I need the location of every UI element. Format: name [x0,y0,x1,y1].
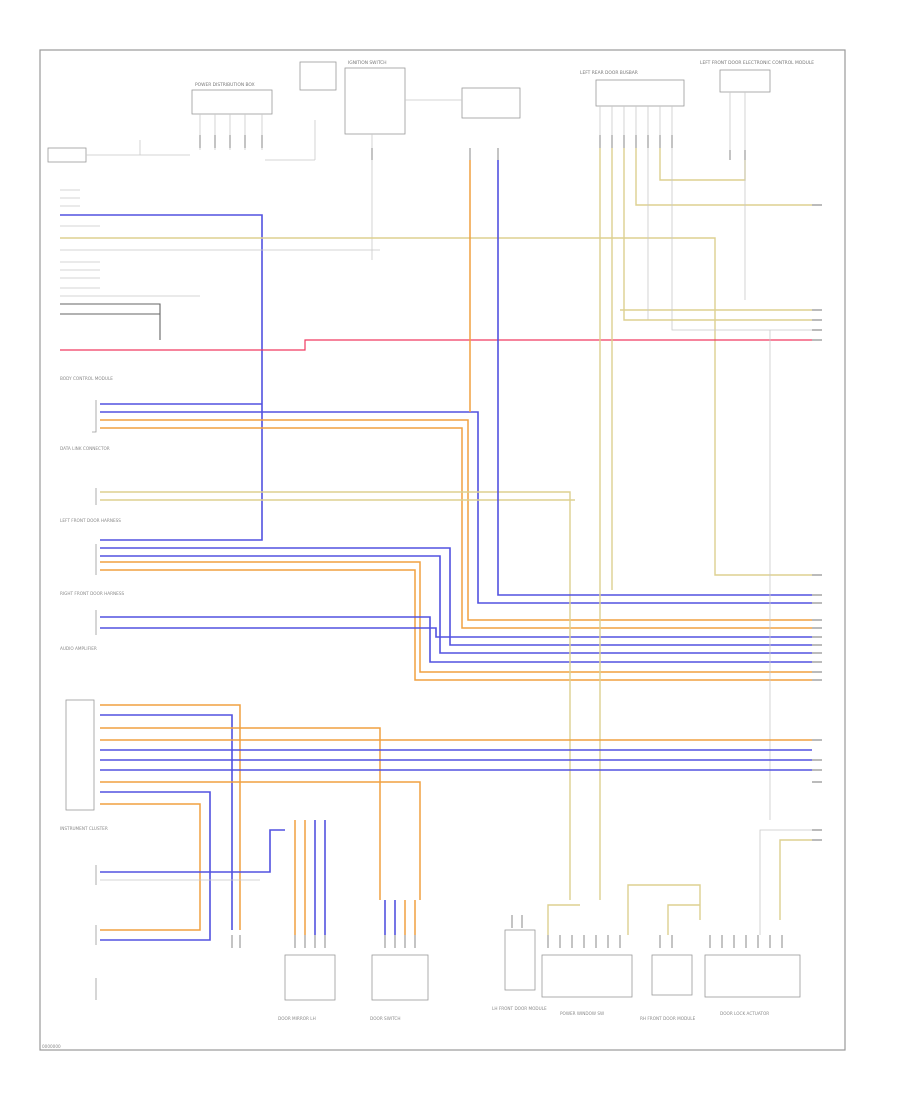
black-wire-304 [60,303,161,340]
right-connector-top [719,69,771,160]
orange-wire-705 [100,704,241,930]
label-right-front-door-harness: RIGHT FRONT DOOR HARNESS [60,591,124,596]
blue-wire-upper [60,214,263,541]
blue-trunk [497,160,812,596]
label-data-link-connector: DATA LINK CONNECTOR [60,446,110,451]
blue-wire-548 [100,547,812,646]
left-rear-door-connector [595,79,685,140]
blue-wire-412 [100,411,812,604]
orange-wire-570 [100,569,812,681]
label-ignition-switch: IGNITION SWITCH [348,60,387,66]
label-door-mirror-lh: DOOR MIRROR LH [278,1016,316,1021]
label-power-distribution-box: POWER DISTRIBUTION BOX [195,82,255,88]
footer-code: 0000000 [42,1044,61,1049]
label-door-lock-actuator: DOOR LOCK ACTUATOR [720,1011,769,1016]
blue-wire-715 [100,714,233,930]
left-stub-lines [60,189,200,297]
label-left-rear-door-busbar: LEFT REAR DOOR BUSBAR [580,70,638,76]
yellow-wire-492 [100,491,571,900]
label-left-front-door-ecm: LEFT FRONT DOOR ELECTRONIC CONTROL MODUL… [700,60,814,66]
label-door-switch: DOOR SWITCH [370,1016,400,1021]
blue-wire-556 [100,555,812,654]
orange-wire-420 [100,419,812,621]
diagram-frame [39,49,846,1051]
label-power-window-sw: POWER WINDOW SW [560,1011,604,1016]
bottom-component-boxes [284,929,801,1001]
label-lh-front-door-module: LH FRONT DOOR MODULE [492,1006,547,1011]
right-edge-pins [812,204,822,841]
orange-wire-428 [100,427,812,629]
bottom-pin-ticks [231,915,783,948]
ignition-switch-block [344,67,521,260]
red-wire [60,339,812,351]
left-connector-brackets [65,400,97,1000]
label-audio-amplifier: AUDIO AMPLIFIER [60,646,97,651]
top-pin-ticks [199,135,746,160]
label-instrument-cluster: INSTRUMENT CLUSTER [60,826,108,831]
top-left-component [47,140,190,163]
yellow-wire-238 [60,237,812,576]
ground-connector-top [265,61,337,161]
fuse-block-top [191,89,273,150]
label-left-front-door-harness: LEFT FRONT DOOR HARNESS [60,518,121,523]
label-body-control-module: BODY CONTROL MODULE [60,376,113,381]
label-rh-front-door-module: RH FRONT DOOR MODULE [640,1016,696,1021]
